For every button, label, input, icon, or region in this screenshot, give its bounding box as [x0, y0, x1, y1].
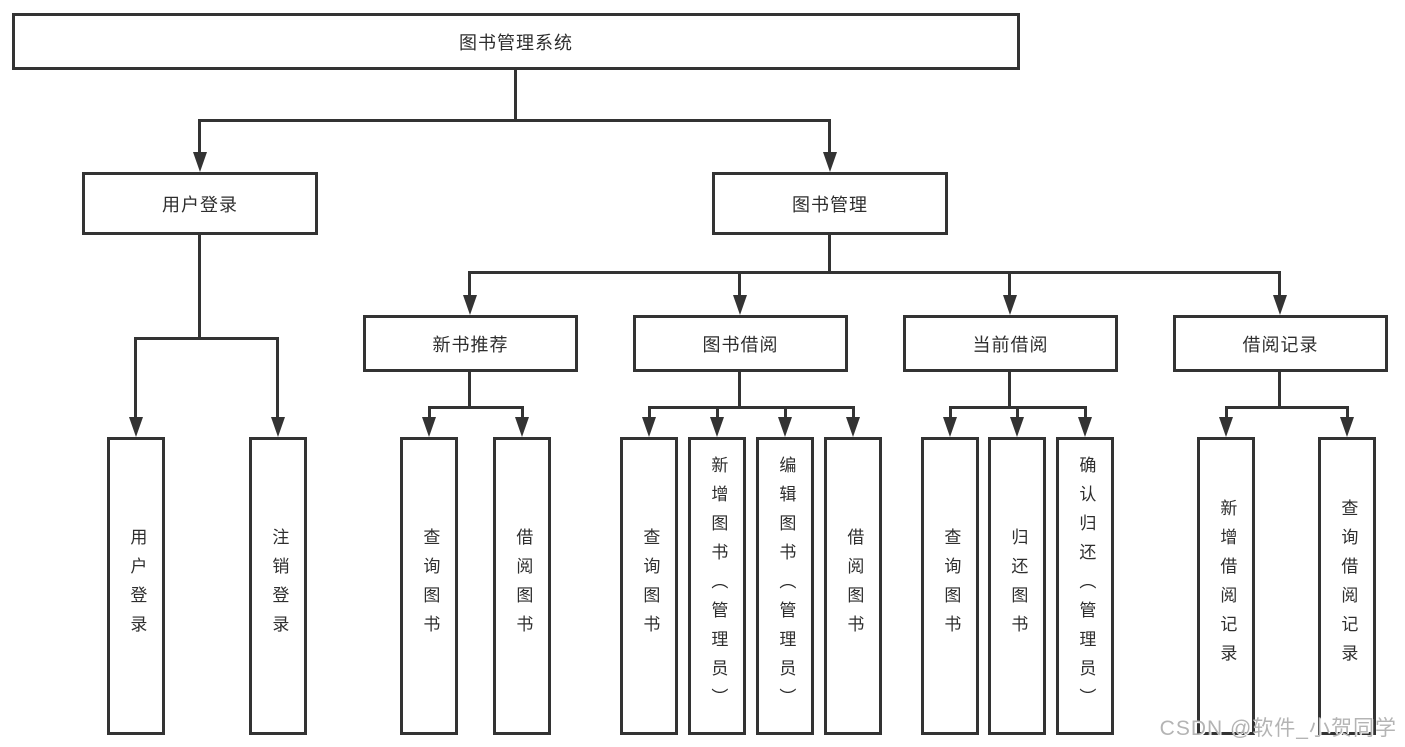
arrowhead-user-login: [193, 152, 207, 172]
connector-drop-records-query: [1346, 406, 1349, 421]
arrowhead-borrow-records: [1273, 295, 1287, 315]
connector-drop-borrow-edit: [784, 406, 787, 421]
leaf-label: 新增借阅记录: [1217, 499, 1237, 673]
connector-records-split: [1226, 406, 1348, 409]
leaf-confirm-return-admin: 确认归还（管理员）: [1056, 437, 1114, 735]
connector-login-trunk: [198, 235, 201, 339]
connector-drop-book-management: [828, 119, 831, 156]
node-label: 图书管理系统: [459, 32, 573, 53]
connector-drop-records-add: [1225, 406, 1228, 421]
arrowhead-borrow-add: [710, 417, 724, 437]
leaf-label: 借阅图书: [513, 528, 533, 644]
leaf-label: 确认归还（管理员）: [1076, 455, 1096, 717]
node-new-book-recommend: 新书推荐: [363, 315, 578, 372]
node-user-login: 用户登录: [82, 172, 318, 235]
connector-drop-borrow-borrow: [852, 406, 855, 421]
leaf-label: 用户登录: [127, 528, 147, 644]
leaf-query-books-recommend: 查询图书: [400, 437, 458, 735]
connector-borrow-trunk: [738, 372, 741, 408]
connector-recommend-split: [429, 406, 523, 409]
leaf-logout: 注销登录: [249, 437, 307, 735]
connector-drop-current-confirm: [1084, 406, 1087, 421]
connector-root-split: [199, 119, 831, 122]
leaf-label: 归还图书: [1008, 528, 1028, 644]
leaf-label: 查询图书: [941, 528, 961, 644]
connector-book-mgmt-trunk: [828, 235, 831, 273]
connector-drop-new-book: [468, 271, 471, 299]
leaf-label: 借阅图书: [844, 528, 864, 644]
node-label: 用户登录: [162, 194, 238, 215]
connector-borrow-split: [649, 406, 854, 409]
connector-recommend-trunk: [468, 372, 471, 408]
arrowhead-new-book: [463, 295, 477, 315]
arrowhead-records-add: [1219, 417, 1233, 437]
arrowhead-leaf-login: [129, 417, 143, 437]
leaf-label: 查询图书: [640, 528, 660, 644]
arrowhead-current-query: [943, 417, 957, 437]
node-label: 当前借阅: [972, 334, 1049, 355]
connector-drop-rec-query: [428, 406, 431, 421]
node-label: 图书借阅: [702, 334, 779, 355]
leaf-query-books-current: 查询图书: [921, 437, 979, 735]
leaf-label: 查询图书: [420, 528, 440, 644]
arrowhead-borrow-borrow: [846, 417, 860, 437]
node-label: 图书管理: [792, 194, 868, 215]
csdn-watermark: CSDN @软件_小贺同学: [1159, 717, 1397, 740]
connector-drop-user-login: [198, 119, 201, 156]
leaf-add-borrow-record: 新增借阅记录: [1197, 437, 1255, 735]
connector-root-trunk: [514, 70, 517, 121]
connector-login-split: [136, 337, 279, 340]
leaf-edit-books-admin: 编辑图书（管理员）: [756, 437, 814, 735]
leaf-user-login: 用户登录: [107, 437, 165, 735]
arrowhead-records-query: [1340, 417, 1354, 437]
node-label: 新书推荐: [432, 334, 509, 355]
arrowhead-rec-query: [422, 417, 436, 437]
connector-drop-leaf-login: [134, 337, 137, 421]
arrowhead-borrow-query: [642, 417, 656, 437]
node-label: 借阅记录: [1242, 334, 1319, 355]
connector-book-mgmt-split: [469, 271, 1281, 274]
arrowhead-borrow-edit: [778, 417, 792, 437]
leaf-borrow-books: 借阅图书: [824, 437, 882, 735]
arrowhead-current-borrow: [1003, 295, 1017, 315]
connector-drop-current-return: [1016, 406, 1019, 421]
connector-current-trunk: [1008, 372, 1011, 408]
connector-drop-rec-borrow: [521, 406, 524, 421]
leaf-label: 编辑图书（管理员）: [776, 455, 796, 717]
arrowhead-leaf-logout: [271, 417, 285, 437]
leaf-query-borrow-record: 查询借阅记录: [1318, 437, 1376, 735]
connector-drop-current-borrow: [1008, 271, 1011, 299]
arrowhead-book-borrow: [733, 295, 747, 315]
connector-drop-borrow-add: [716, 406, 719, 421]
arrowhead-current-confirm: [1078, 417, 1092, 437]
leaf-label: 查询借阅记录: [1338, 499, 1358, 673]
connector-drop-borrow-records: [1278, 271, 1281, 299]
connector-drop-leaf-logout: [276, 337, 279, 421]
connector-drop-borrow-query: [648, 406, 651, 421]
connector-records-trunk: [1278, 372, 1281, 408]
arrowhead-current-return: [1010, 417, 1024, 437]
node-borrow-records: 借阅记录: [1173, 315, 1388, 372]
connector-drop-current-query: [949, 406, 952, 421]
arrowhead-book-management: [823, 152, 837, 172]
leaf-add-books-admin: 新增图书（管理员）: [688, 437, 746, 735]
node-book-borrow: 图书借阅: [633, 315, 848, 372]
node-current-borrow: 当前借阅: [903, 315, 1118, 372]
leaf-query-books-borrow: 查询图书: [620, 437, 678, 735]
connector-drop-book-borrow: [738, 271, 741, 299]
leaf-label: 注销登录: [269, 528, 289, 644]
leaf-borrow-books-recommend: 借阅图书: [493, 437, 551, 735]
leaf-label: 新增图书（管理员）: [708, 455, 728, 717]
arrowhead-rec-borrow: [515, 417, 529, 437]
node-library-management-system: 图书管理系统: [12, 13, 1020, 70]
node-book-management: 图书管理: [712, 172, 948, 235]
leaf-return-books: 归还图书: [988, 437, 1046, 735]
